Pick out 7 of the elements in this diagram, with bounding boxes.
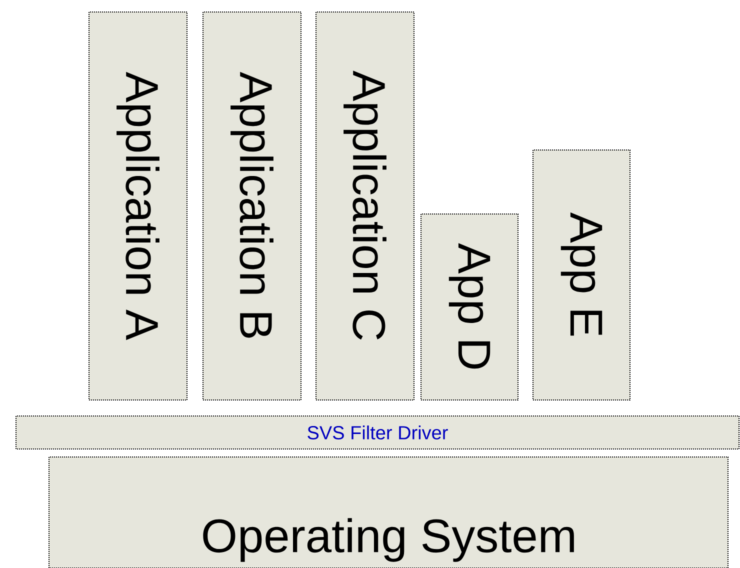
operating-system-box: Operating System bbox=[48, 456, 728, 568]
driver-bar: SVS Filter Driver bbox=[16, 415, 740, 450]
application-box: App D bbox=[420, 214, 518, 400]
application-box: Application B bbox=[202, 12, 302, 400]
application-box: Application C bbox=[316, 12, 414, 400]
application-box: App E bbox=[532, 150, 630, 400]
application-box: Application A bbox=[88, 12, 188, 400]
